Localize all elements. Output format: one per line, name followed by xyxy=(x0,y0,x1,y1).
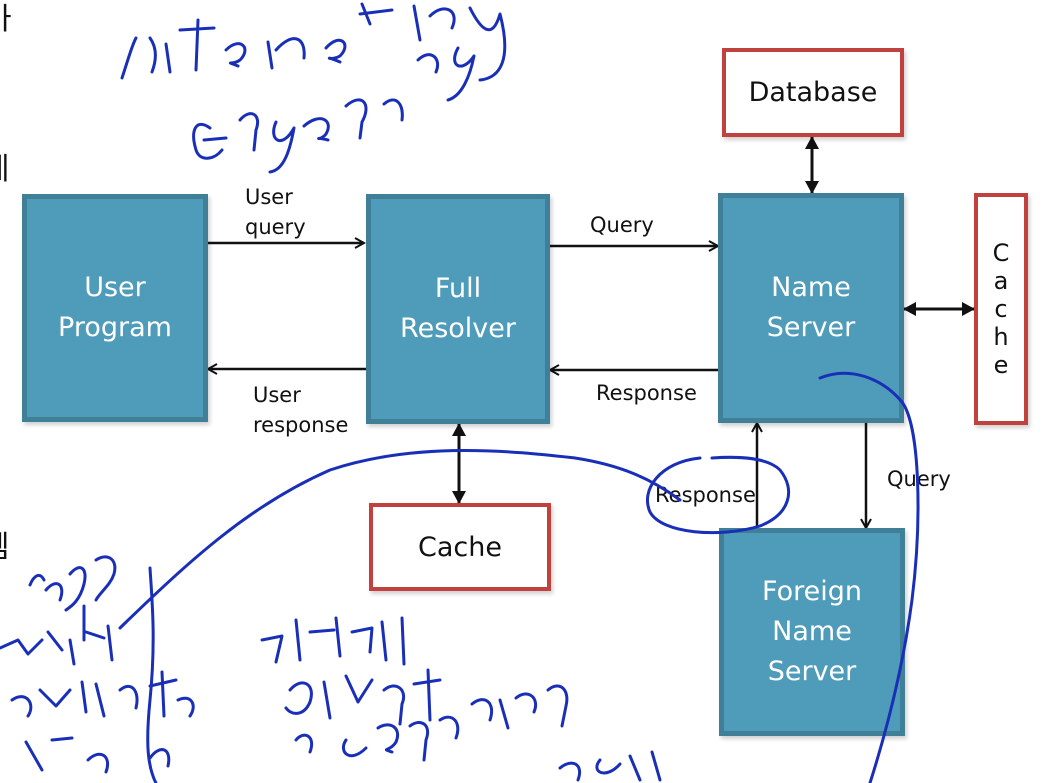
query-label: Query xyxy=(590,213,654,237)
margin-text-middle: 게 xyxy=(0,150,10,190)
margin-text-top: 가 xyxy=(0,0,12,40)
response-label: Response xyxy=(596,381,697,405)
scribble-bottom-middle xyxy=(260,616,569,762)
margin-text-bottom: 템 xyxy=(0,528,10,568)
annotation-response-circle xyxy=(646,455,791,535)
cache-right-box: C a c h e xyxy=(974,193,1028,425)
user-query-label: User query xyxy=(245,185,306,239)
user-response-label: User response xyxy=(253,383,349,437)
foreign-name-server-label: Foreign Name Server xyxy=(762,576,862,687)
name-server-box: Name Server xyxy=(718,193,904,423)
database-label: Database xyxy=(748,77,878,108)
user-program-box: User Program xyxy=(22,194,208,422)
full-resolver-box: Full Resolver xyxy=(366,194,550,424)
database-box: Database xyxy=(722,48,904,137)
full-resolver-label: Full Resolver xyxy=(400,273,516,344)
user-program-label: User Program xyxy=(58,272,172,343)
annotation-lasso-curve xyxy=(118,449,682,783)
scribble-bottom-left xyxy=(0,555,195,774)
name-server-label: Name Server xyxy=(766,272,856,343)
scribble-bottom-right xyxy=(558,750,662,782)
cache-bottom-label: Cache xyxy=(418,531,502,563)
annotation-name-server-curve xyxy=(818,371,920,783)
foreign-name-server-box: Foreign Name Server xyxy=(719,528,905,736)
cache-right-label: C a c h e xyxy=(992,239,1010,379)
scribble-top-line-1 xyxy=(120,2,507,82)
scribble-top-line-2 xyxy=(192,46,476,174)
cache-bottom-box: Cache xyxy=(369,503,551,591)
